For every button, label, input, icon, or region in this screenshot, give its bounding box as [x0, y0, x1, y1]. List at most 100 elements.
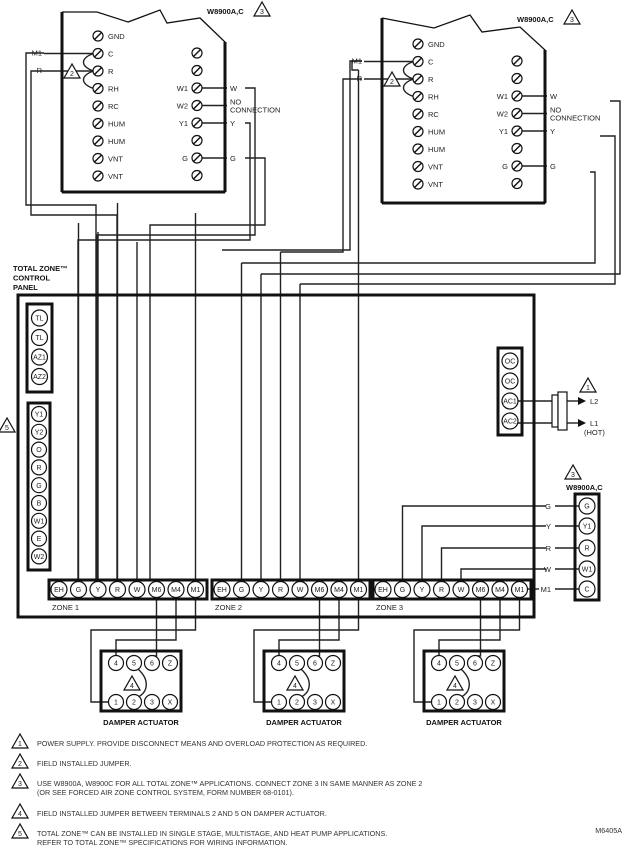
wire — [460, 568, 546, 581]
components — [0, 0, 601, 839]
zone-terminal-label: EH — [378, 587, 388, 594]
note-ref-2-icon — [62, 62, 82, 79]
terminal-label: C — [108, 50, 114, 59]
panel-terminal-label: AZ1 — [33, 355, 46, 362]
damper-actuator-box — [99, 649, 183, 713]
actuator-jumper-wire — [300, 668, 310, 698]
screw-slot — [414, 127, 422, 136]
screw-slot — [193, 84, 201, 92]
transformer-icon — [551, 394, 559, 428]
note-ref-2-icon — [382, 70, 402, 87]
panel-terminal-label: W2 — [34, 554, 45, 561]
wire — [421, 525, 546, 581]
screw-slot — [94, 49, 102, 58]
note-ref-1-icon — [578, 376, 598, 393]
zone-terminal-label: EH — [217, 587, 227, 594]
zone3-thermostat-terminal — [578, 539, 596, 557]
panel-terminal-label: W1 — [34, 518, 45, 525]
actuator-terminal-label: 6 — [150, 661, 154, 668]
zone-terminal-label: G — [239, 587, 244, 594]
note-triangle-icon-number: 3 — [18, 781, 22, 788]
actuator-terminal — [161, 654, 179, 672]
zone-terminal-strip — [47, 578, 209, 601]
panel-terminal — [30, 530, 48, 547]
screw-slot — [193, 101, 201, 110]
note-ref-3-icon-number: 3 — [571, 472, 575, 479]
power-terminal — [501, 412, 519, 430]
panel-title: PANEL — [13, 283, 38, 292]
screw-slot — [414, 110, 422, 118]
actuator-terminal — [430, 654, 448, 672]
wire-label: G — [545, 502, 551, 511]
terminal-block-hvac — [26, 401, 52, 572]
wire-label: R — [546, 544, 552, 553]
control-panel-box — [16, 293, 536, 619]
note-ref-1-icon-number: 1 — [586, 385, 590, 392]
screw-slot — [513, 92, 521, 100]
line-label-l1: L1 — [590, 419, 598, 428]
zone-terminal — [432, 580, 451, 599]
wire — [152, 598, 158, 657]
jumper-wire — [82, 70, 95, 90]
note-triangle-icon — [10, 732, 30, 749]
actuator-terminal — [270, 654, 288, 672]
power-terminal-label: OC — [505, 379, 516, 386]
actuator-terminal — [484, 693, 502, 711]
actuator-terminal — [466, 693, 484, 711]
panel-title: TOTAL ZONE™ — [13, 264, 68, 273]
panel-terminal — [30, 423, 48, 440]
thermostat-outline — [381, 14, 546, 204]
zone-terminal — [50, 580, 68, 599]
actuator-terminal — [448, 693, 466, 711]
zone-terminal-strip — [371, 578, 533, 601]
zone-terminal — [471, 580, 490, 599]
actuator-terminal-label: 1 — [114, 700, 118, 707]
panel-terminal-label: E — [37, 536, 42, 543]
note-ref-3-icon — [252, 0, 272, 17]
wire — [261, 100, 621, 275]
note-ref-3-icon-number: 3 — [260, 9, 264, 16]
actuator-terminal — [107, 654, 125, 672]
panel-terminal — [30, 512, 48, 529]
screw-slot — [414, 57, 422, 66]
terminal-label: R — [428, 75, 434, 84]
panel-terminal — [30, 548, 48, 565]
jumper-wire — [82, 52, 95, 72]
note-triangle-icon-number: 1 — [18, 741, 22, 748]
note-ref-2-icon-number: 2 — [390, 79, 394, 86]
zone-terminal — [147, 580, 166, 599]
actuator-terminal — [125, 654, 143, 672]
panel-terminal-label: TL — [35, 335, 43, 342]
wire — [315, 598, 321, 657]
zone-terminal-strip — [210, 578, 372, 601]
terminal-block-power — [496, 346, 524, 437]
note-ref-5-icon-number: 5 — [5, 425, 9, 432]
zone-terminal — [349, 580, 368, 599]
arrow-icon — [578, 397, 586, 405]
zone-label: ZONE 1 — [52, 603, 79, 612]
actuator-terminal — [484, 654, 502, 672]
actuator-terminal — [107, 693, 125, 711]
screw-slot — [94, 32, 102, 40]
panel-terminal-label: Y2 — [35, 429, 44, 436]
zone3-thermostat-model: W8900A,C — [566, 483, 603, 492]
wires — [25, 52, 621, 703]
zone3-thermostat-terminal-label: R — [584, 546, 589, 553]
actuator-terminal-label: 1 — [437, 700, 441, 707]
terminal-label: RC — [428, 110, 439, 119]
wire — [475, 598, 482, 657]
screw-slot — [193, 119, 201, 127]
terminal-label: VNT — [428, 180, 443, 189]
terminal-label: VNT — [428, 163, 443, 172]
terminal-label: HUM — [428, 145, 445, 154]
screw-slot — [193, 49, 201, 57]
zone-terminal-label: Y — [420, 587, 425, 594]
screw-slot — [414, 180, 422, 188]
screw-slot — [513, 127, 521, 135]
panel-terminal — [30, 459, 48, 476]
screw-slot — [414, 40, 422, 48]
terminal-label: RH — [428, 93, 439, 102]
actuator-terminal — [143, 693, 161, 711]
note-triangle-icon — [10, 822, 30, 839]
